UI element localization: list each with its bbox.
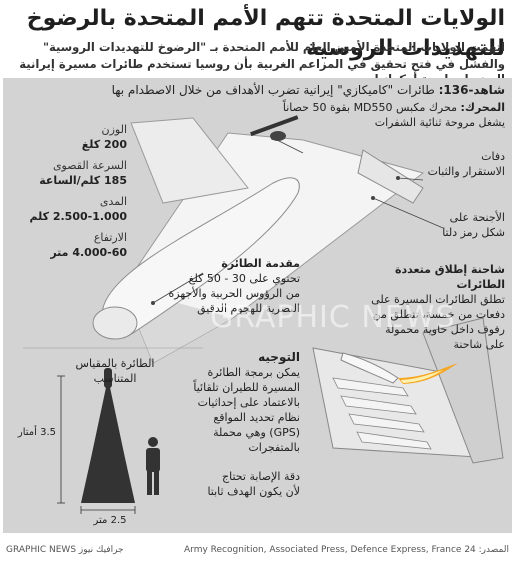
drone-left-wing-icon xyxy=(130,117,249,204)
illustration-canvas xyxy=(23,115,504,514)
guidance-text-5: (GPS) وهي محملة xyxy=(213,426,300,439)
subtitle-line-1: اتهمت الولايات المتحدة الأمين العام للأم… xyxy=(42,40,505,54)
altitude-value: 4.000-60 متر xyxy=(50,246,127,259)
guidance-text-4: نظام تحديد المواقع xyxy=(213,411,300,424)
warhead-text-1: تحتوي على 30 - 50 كلغ xyxy=(188,272,300,285)
engine-text-2: يشغل مروحة ثنائية الشفرات xyxy=(374,116,505,129)
drone-name: شاهد-136: xyxy=(438,83,505,97)
warhead-title: مقدمة الطائرة xyxy=(221,257,300,270)
launcher-text-1: تطلق الطائرات المسيرة على xyxy=(371,293,505,306)
stabilizers-callout: دفات الاستقرار والثبات xyxy=(405,149,505,179)
speed-label: السرعة القصوى xyxy=(52,159,127,172)
launcher-title: شاحنة إطلاق متعددة الطائرات xyxy=(394,263,505,291)
scale-height-label: 3.5 أمتار xyxy=(17,427,56,438)
weight-label: الوزن xyxy=(101,123,127,136)
range-label: المدى xyxy=(99,195,127,208)
scale-drone-silhouette-icon xyxy=(81,378,135,503)
guidance-text-3: بالاعتماد على إحداثيات xyxy=(197,396,300,409)
speed-value: 185 كلم/الساعة xyxy=(39,174,127,187)
weight-value: 200 كلغ xyxy=(81,138,127,151)
launcher-text-4: على شاحنة xyxy=(453,338,505,351)
altitude-label: الارتفاع xyxy=(93,231,127,244)
page-title: الولايات المتحدة تتهم الأمم المتحدة بالر… xyxy=(26,6,505,61)
stabilizers-text-2: الاستقرار والثبات xyxy=(427,165,505,178)
guidance-title: التوجيه xyxy=(258,350,300,364)
human-figure-icon xyxy=(146,437,160,495)
scale-width-label: 2.5 متر xyxy=(93,515,127,526)
wings-callout: الأجنحة على شكل رمز دلتا xyxy=(405,210,505,240)
range-value: 2.500-1.000 كلم xyxy=(29,210,128,223)
footer-source: المصدر: Army Recognition, Associated Pre… xyxy=(184,545,509,555)
launcher-text-2: دفعات من خمسة، تنطلق من xyxy=(372,308,505,321)
engine-label: المحرك: xyxy=(460,101,505,114)
scale-title: الطائرة بالمقياس المتناسب xyxy=(75,357,155,385)
guidance-text-1: يمكن برمجة الطائرة xyxy=(207,366,300,379)
accuracy-text-1: دقة الإصابة تحتاج xyxy=(222,470,300,483)
drone-stabilizer-icon xyxy=(357,149,424,204)
footer-brand: GRAPHIC NEWS جرافيك نيوز xyxy=(6,545,124,555)
drone-description: شاهد-136: طائرات "كاميكازي" إيرانية تضرب… xyxy=(10,81,505,99)
guidance-text-2: المسيرة للطيران تلقائياً xyxy=(193,381,300,394)
guidance-callout: التوجيه يمكن برمجة الطائرة المسيرة للطير… xyxy=(185,350,300,499)
engine-text-1: محرك مكبس MD550 بقوة 50 حصاناً xyxy=(282,101,457,114)
launcher-callout: شاحنة إطلاق متعددة الطائرات تطلق الطائرا… xyxy=(345,262,505,352)
drone-nose-icon xyxy=(92,306,138,340)
wings-text-2: شكل رمز دلتا xyxy=(442,226,505,239)
accuracy-text-2: لأن يكون الهدف ثابتا xyxy=(207,485,300,498)
watermark: GRAPHIC NEWS xyxy=(210,300,456,335)
warhead-callout: مقدمة الطائرة تحتوي على 30 - 50 كلغ من ا… xyxy=(155,256,300,316)
guidance-text-6: بالمتفجرات xyxy=(248,441,300,454)
drone-description-text: طائرات "كاميكازي" إيرانية تضرب الأهداف م… xyxy=(111,83,435,97)
footer: المصدر: Army Recognition, Associated Pre… xyxy=(0,540,515,561)
wings-text-1: الأجنحة على xyxy=(449,211,505,224)
warhead-text-2: من الرؤوس الحربية والأجهزة xyxy=(168,287,300,300)
engine-callout: المحرك: محرك مكبس MD550 بقوة 50 حصاناً ي… xyxy=(275,100,505,130)
warhead-text-3: البصرية للهجوم الدقيق xyxy=(197,302,300,315)
stabilizers-text-1: دفات xyxy=(481,150,505,163)
launcher-text-3: رفوف داخل حاوية محمولة xyxy=(385,323,505,336)
specs-list: الوزن 200 كلغ السرعة القصوى 185 كلم/السا… xyxy=(12,123,128,267)
launcher-truck-icon xyxy=(312,317,504,464)
